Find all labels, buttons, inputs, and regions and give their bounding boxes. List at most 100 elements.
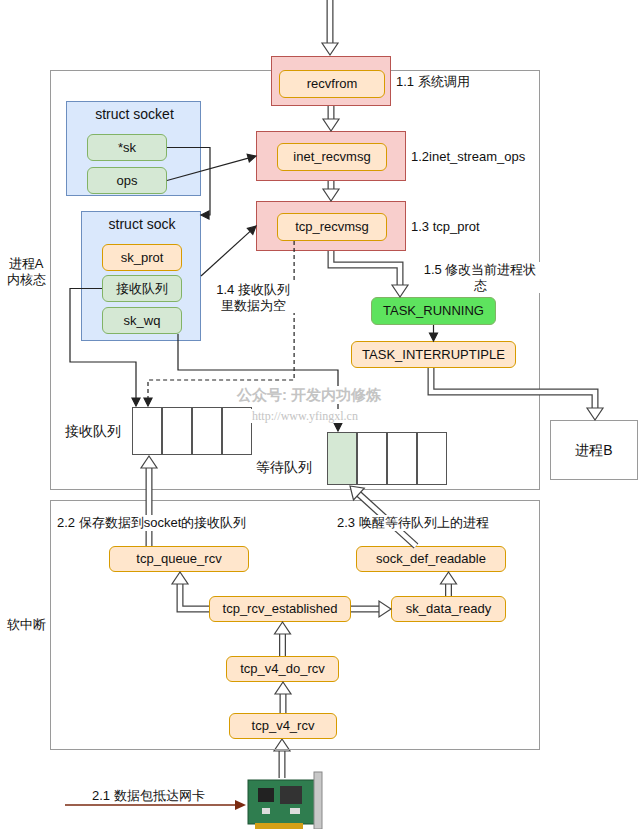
box-text: 进程B	[575, 442, 612, 459]
arrow-fill	[147, 467, 152, 546]
struct-box: struct socket*skops	[66, 101, 201, 196]
arrow-head	[247, 226, 256, 234]
step-note: 1.5 修改当前进程状态	[420, 262, 540, 293]
arrow	[201, 226, 256, 276]
arrow-fill	[280, 633, 285, 656]
arrow-outline	[279, 633, 286, 656]
box-text: *sk	[118, 140, 136, 156]
box-text: tcp_recvmsg	[295, 219, 369, 235]
queue-cell	[222, 407, 252, 455]
nic-bracket	[314, 772, 322, 829]
queue: 接收队列	[131, 406, 251, 456]
box-text: tcp_rcv_established	[223, 601, 338, 617]
queue-cell	[357, 432, 387, 485]
arrow-outline	[180, 583, 209, 609]
label-holder: http://www.yfingxl.cn	[250, 406, 360, 424]
arrow-head	[379, 601, 391, 617]
nic-part	[262, 808, 270, 814]
box-text: 接收队列	[116, 281, 168, 297]
box-text: sock_def_readable	[376, 551, 486, 567]
hollow-arrow	[431, 368, 603, 420]
box-text: sk_data_ready	[406, 601, 491, 617]
nic-part	[290, 808, 300, 814]
queue-cell	[162, 407, 192, 455]
function-box: tcp_v4_do_rcv	[226, 656, 339, 682]
heading-text: struct sock	[82, 216, 202, 233]
hollow-arrow	[323, 106, 339, 131]
region-box: 软中断tcp_queue_rcvsock_def_readabletcp_rcv…	[50, 500, 540, 750]
box-text: sk_wq	[124, 313, 161, 329]
heading-text: 接收队列	[57, 423, 129, 440]
arrow-outline	[280, 693, 287, 713]
nic-chip	[280, 786, 302, 804]
hollow-arrow	[172, 572, 209, 609]
hollow-arrow	[275, 682, 291, 713]
hollow-arrow	[331, 251, 408, 297]
arrow-fill	[351, 607, 380, 612]
box-text: tcp_v4_do_rcv	[240, 661, 325, 677]
nic-arrow-shaft	[280, 749, 285, 778]
field-box: 接收队列	[102, 275, 182, 302]
box-text: tcp_queue_rcv	[136, 551, 221, 567]
ops-box: 1.2inet_stream_opsinet_recvmsg	[256, 131, 406, 181]
label-holder: 2.1 数据包抵达网卡	[90, 786, 207, 804]
arrow-line	[433, 325, 434, 333]
arrow	[70, 289, 140, 407]
box-text: inet_recvmsg	[293, 149, 370, 165]
function-box: sock_def_readable	[356, 546, 506, 572]
hollow-arrow	[275, 622, 291, 656]
entry-arrow-head	[322, 43, 338, 55]
heading-holder: 进程A 内核态	[3, 256, 49, 287]
state-box: TASK_INTERRUPTIPLE	[351, 341, 516, 368]
arrow-head	[144, 398, 152, 406]
prot-box: 1.3 tcp_prottcp_recvmsg	[256, 201, 406, 251]
arrow-head	[350, 486, 364, 500]
arrow-head	[587, 408, 603, 420]
box-text: tcp_v4_rcv	[252, 718, 315, 734]
arrow-head	[132, 398, 140, 406]
arrow-head	[430, 333, 438, 341]
arrow-fill	[331, 251, 400, 286]
arrow-head	[392, 285, 408, 297]
dashed-arrow	[144, 241, 294, 406]
arrow-head	[323, 189, 339, 201]
process-box: 进程B	[550, 420, 638, 480]
heading-holder: 等待队列	[245, 459, 323, 476]
struct-box: struct sock sk_prot 接收队列 sk_wq	[81, 211, 201, 341]
arrow-head	[441, 572, 457, 584]
arrow	[430, 325, 438, 341]
heading-holder: 软中断	[3, 617, 49, 633]
heading-text: 1.2inet_stream_ops	[411, 149, 541, 165]
arrow-head	[172, 572, 188, 584]
arrow	[167, 154, 256, 180]
arrow-line	[70, 289, 136, 399]
arrow-outline	[431, 368, 595, 409]
step-note: 2.2 保存数据到socket的接收队列	[55, 515, 248, 531]
arrow-line	[167, 158, 248, 180]
box-text: sk_prot	[121, 250, 164, 266]
arrow-head	[141, 456, 157, 468]
entry-arrow-shaft	[327, 0, 334, 44]
arrow-fill	[180, 583, 209, 609]
syscall-box: 1.1 系统调用recvfrom	[271, 56, 391, 106]
hollow-arrow	[141, 456, 157, 546]
step-note: 2.3 唤醒等待队列上的进程	[335, 515, 491, 531]
nic-board	[248, 780, 316, 824]
label-holder: 1.5 修改当前进程状态	[420, 262, 540, 293]
heading-holder: struct sock	[82, 216, 202, 233]
arrow-fill	[329, 106, 334, 120]
arrow-line	[148, 241, 294, 398]
queue: 等待队列	[326, 431, 446, 486]
queue-cell	[192, 407, 222, 455]
heading-holder: struct socket	[67, 106, 202, 123]
function-box: tcp_recvmsg	[277, 213, 387, 241]
arrow-head	[201, 211, 209, 219]
arrow-outline	[146, 467, 153, 546]
watermark: 公众号: 开发内功修炼	[235, 386, 383, 404]
nic-card	[248, 772, 322, 829]
function-box: sk_data_ready	[391, 596, 506, 622]
state-box: TASK_RUNNING	[371, 297, 496, 325]
hollow-arrow	[441, 572, 457, 596]
heading-holder: 1.2inet_stream_ops	[411, 149, 541, 165]
